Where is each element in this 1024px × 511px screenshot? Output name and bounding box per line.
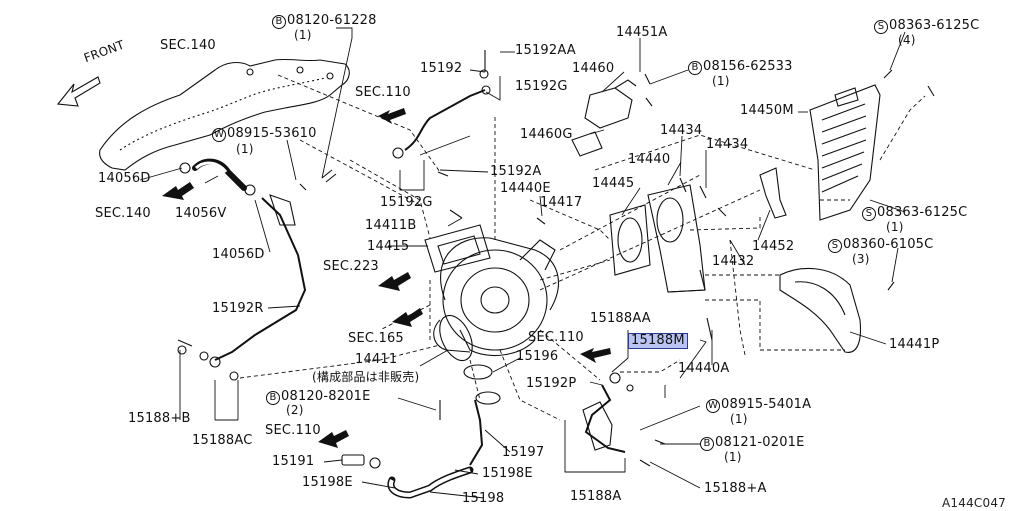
part-15192P[interactable]: 15192P: [526, 376, 577, 391]
part-14415[interactable]: 14415: [367, 239, 410, 254]
bolt-symbol-icon: B: [272, 15, 286, 29]
part-15188AA[interactable]: 15188AA: [590, 311, 651, 326]
part-15188A[interactable]: 15188A: [570, 489, 622, 504]
heat-insulator-14450M: [809, 84, 881, 221]
part-15188B[interactable]: 15188+B: [128, 411, 191, 426]
part-14440E[interactable]: 14440E: [500, 181, 551, 196]
part-15192[interactable]: 15192: [420, 61, 463, 76]
arrow-sec140-icon: [162, 182, 194, 200]
part-15198[interactable]: 15198: [462, 491, 505, 506]
part-14460[interactable]: 14460: [572, 61, 615, 76]
part-15198E-right[interactable]: 15198E: [482, 466, 533, 481]
part-14411[interactable]: 14411: [355, 352, 398, 367]
part-15192R[interactable]: 15192R: [212, 301, 264, 316]
bolt-symbol-icon: B: [266, 391, 280, 405]
part-15188AC[interactable]: 15188AC: [192, 433, 253, 448]
heat-insulator-14441P: [779, 267, 862, 353]
part-14452[interactable]: 14452: [752, 239, 795, 254]
qty-s08360-6105c: (3): [852, 252, 870, 266]
part-14440A[interactable]: 14440A: [678, 361, 730, 376]
exhaust-manifold-outline: [99, 58, 350, 171]
part-14432[interactable]: 14432: [712, 254, 755, 269]
part-15188plusA[interactable]: 15188+A: [704, 481, 767, 496]
bolt-symbol-icon: B: [700, 437, 714, 451]
screw-symbol-icon: S: [862, 207, 876, 221]
part-15196[interactable]: 15196: [516, 349, 559, 364]
part-14460G[interactable]: 14460G: [520, 127, 573, 142]
washer-symbol-icon: W: [706, 399, 720, 413]
qty-w08915-5401a: (1): [730, 412, 748, 426]
bolts: [177, 50, 935, 467]
qty-b08121-0201e: (1): [724, 450, 742, 464]
gasket-14415: [424, 224, 491, 273]
qty-s08363-6125c-top: (4): [898, 33, 916, 47]
sec165-label[interactable]: SEC.165: [348, 331, 404, 346]
part-14445[interactable]: 14445: [592, 176, 635, 191]
qty-b08120-8201e: (2): [286, 403, 304, 417]
qty-s08363-6125c-mid: (1): [886, 220, 904, 234]
part-14451A[interactable]: 14451A: [616, 25, 668, 40]
water-pipe-15192: [404, 89, 486, 151]
sec110-top-label[interactable]: SEC.110: [355, 85, 411, 100]
arrow-sec165-icon: [392, 308, 423, 327]
gasket-14445: [609, 204, 651, 276]
part-15188M-highlighted[interactable]: 15188M: [628, 333, 688, 349]
arrow-sec223-icon: [378, 272, 411, 291]
sec140-top-label[interactable]: SEC.140: [160, 38, 216, 53]
sec140-left-label[interactable]: SEC.140: [95, 206, 151, 221]
dashed-lines: [239, 74, 926, 421]
part-14440[interactable]: 14440: [628, 152, 671, 167]
outlet-14460: [584, 87, 633, 129]
screw-symbol-icon: S: [874, 20, 888, 34]
turbocharger-body: [433, 237, 559, 362]
qty-w08915-53610: (1): [236, 142, 254, 156]
leader-lines: [139, 27, 906, 499]
part-15192G-top[interactable]: 15192G: [515, 79, 568, 94]
part-14417[interactable]: 14417: [540, 195, 583, 210]
bolt-symbol-icon: B: [688, 61, 702, 75]
sec110-bottom-label[interactable]: SEC.110: [265, 423, 321, 438]
part-14056D-bottom[interactable]: 14056D: [212, 247, 265, 262]
arrow-sec110-mid-icon: [580, 348, 611, 363]
part-14434-a[interactable]: 14434: [660, 123, 703, 138]
part-15191[interactable]: 15191: [272, 454, 315, 469]
washer-symbol-icon: W: [212, 128, 226, 142]
part-15192A[interactable]: 15192A: [490, 164, 542, 179]
screw-symbol-icon: S: [828, 239, 842, 253]
part-14056V[interactable]: 14056V: [175, 206, 227, 221]
part-15192AA[interactable]: 15192AA: [515, 43, 576, 58]
sec110-mid-label[interactable]: SEC.110: [528, 330, 584, 345]
part-14411B[interactable]: 14411B: [365, 218, 417, 233]
water-pipe-15197: [469, 399, 484, 466]
qty-b08156-62533: (1): [712, 74, 730, 88]
part-14441P[interactable]: 14441P: [889, 337, 940, 352]
part-15192G-bottom[interactable]: 15192G: [380, 195, 433, 210]
part-14056D-top[interactable]: 14056D: [98, 171, 151, 186]
arrow-sec110-bottom-icon: [318, 430, 349, 448]
part-14450M[interactable]: 14450M: [740, 103, 794, 118]
return-pipe-15192P: [584, 384, 626, 453]
not-sold-note: (構成部品は非販売): [312, 370, 420, 384]
part-15198E-left[interactable]: 15198E: [302, 475, 353, 490]
part-15197[interactable]: 15197: [502, 445, 545, 460]
oil-pipe-15192R: [214, 197, 307, 361]
front-arrow-icon: [56, 76, 101, 107]
part-14434-b[interactable]: 14434: [706, 137, 749, 152]
sec223-label[interactable]: SEC.223: [323, 259, 379, 274]
figure-code: A144C047: [942, 496, 1006, 510]
arrow-sec110-top-icon: [378, 108, 406, 124]
qty-b08120-61228: (1): [294, 28, 312, 42]
